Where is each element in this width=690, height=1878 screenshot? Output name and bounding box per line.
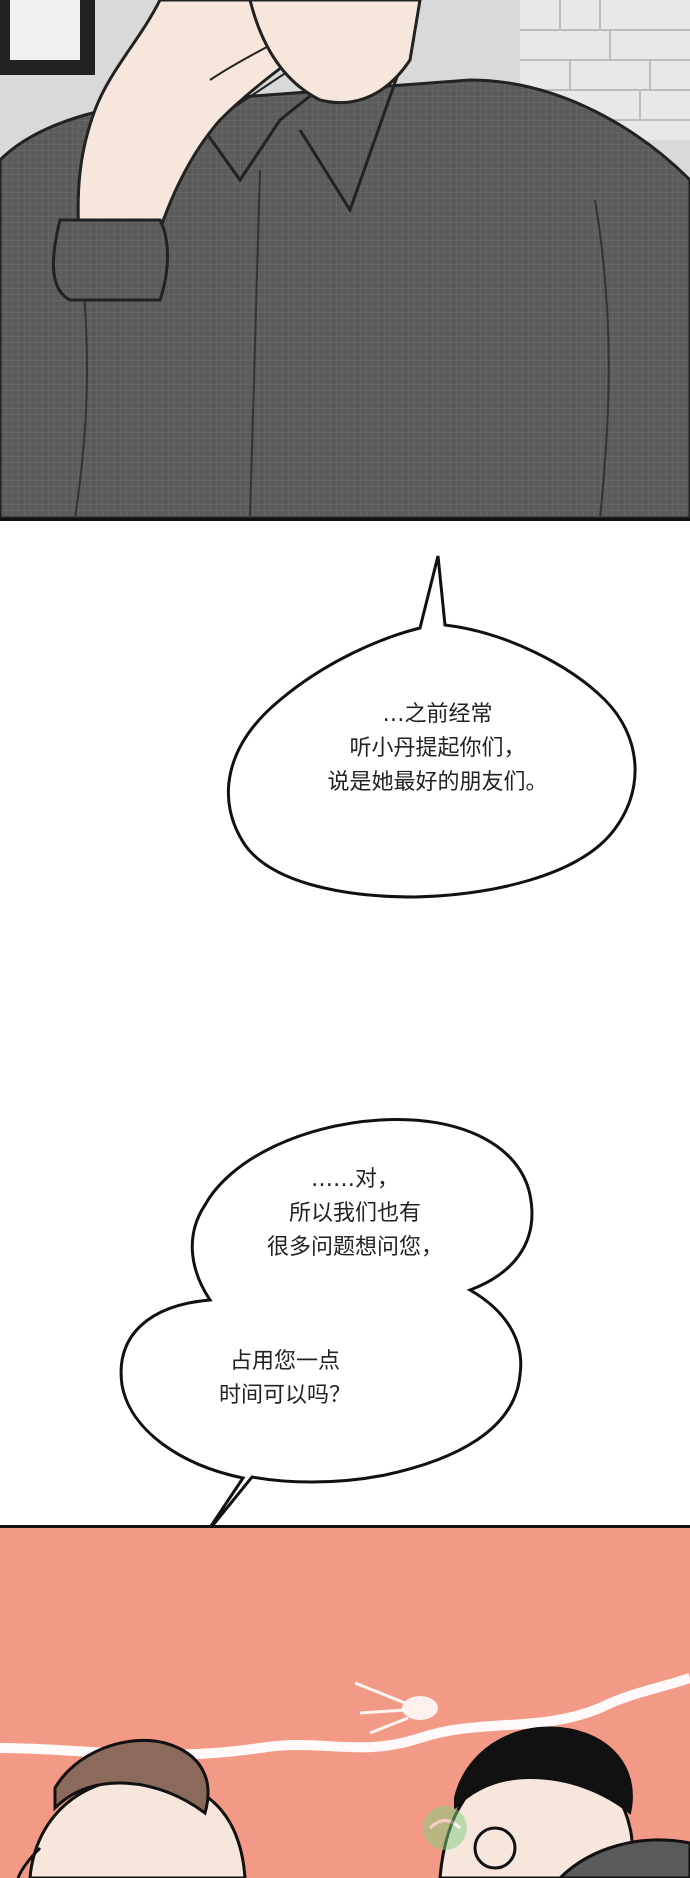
characters-illustration	[0, 1528, 690, 1878]
speech-line: 占用您一点	[229, 1349, 340, 1374]
speech-line: ……对，	[310, 1167, 399, 1192]
bottom-panel-characters	[0, 1525, 690, 1878]
top-panel-man-in-shirt	[0, 0, 690, 521]
speech-line: 很多问题想问您，	[266, 1235, 443, 1260]
shirt-illustration	[0, 0, 690, 518]
speech-text-2b: 占用您一点 时间可以吗？	[185, 1345, 385, 1413]
speech-line: …之前经常	[382, 702, 493, 727]
speech-bubble-2	[119, 1117, 534, 1536]
man-hand	[473, 1826, 517, 1870]
man-hair	[454, 1726, 633, 1815]
speech-text-1: …之前经常 听小丹提起你们， 说是她最好的朋友们。	[255, 698, 620, 800]
watermark-logo	[423, 1806, 467, 1850]
speech-line: 听小丹提起你们，	[349, 736, 526, 761]
shirt-collar-left	[188, 78, 331, 183]
shirt-collar-right	[298, 39, 412, 214]
speech-line: 说是她最好的朋友们。	[327, 770, 548, 795]
speech-line: 所以我们也有	[288, 1201, 421, 1226]
woman-hair	[53, 1738, 210, 1816]
speech-text-2a: ……对， 所以我们也有 很多问题想问您，	[205, 1163, 505, 1265]
window-glass	[10, 0, 80, 60]
speech-bubble-1	[226, 555, 637, 899]
speech-line: 时间可以吗？	[218, 1383, 351, 1408]
shirt-cuff	[51, 218, 169, 302]
shirt-placket-line	[249, 169, 261, 518]
neck	[248, 0, 422, 105]
